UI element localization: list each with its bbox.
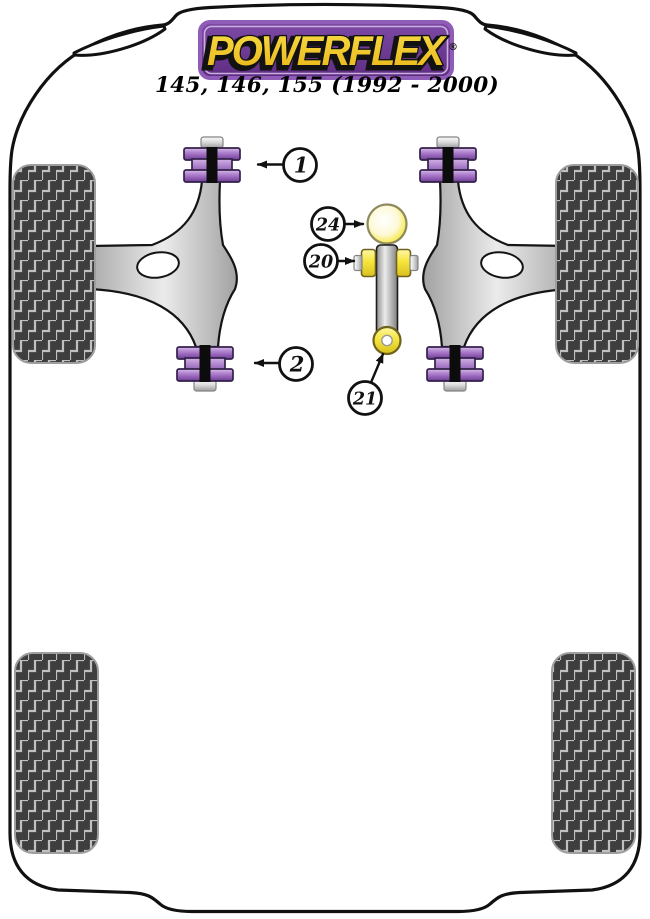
link-top-bushing-left xyxy=(360,248,377,278)
callout-21: 21 xyxy=(347,352,385,416)
link-top-bushing-right xyxy=(395,248,412,278)
powerflex-logo: POWERFLEX POWERFLEX ® xyxy=(198,20,458,80)
callout-1-circle xyxy=(282,147,318,183)
tire-rear-left xyxy=(14,652,99,854)
callout-2: 2 xyxy=(253,346,314,382)
link-rod xyxy=(375,244,399,336)
callout-20-label: 20 xyxy=(308,253,333,273)
tire-front-left xyxy=(12,164,96,364)
yellow-ball-bushing xyxy=(366,203,408,245)
callout-21-arrow xyxy=(369,352,385,384)
logo-text-shadow: POWERFLEX xyxy=(204,30,445,77)
engine-mount-link xyxy=(353,203,419,356)
logo-box-inner-line xyxy=(203,25,449,75)
callout-24-circle xyxy=(310,206,346,242)
tire-rear-right xyxy=(551,652,636,854)
callout-24-label: 24 xyxy=(315,216,340,236)
right-mirror-leaf xyxy=(483,24,578,57)
model-subtitle: 145, 146, 155 (1992 - 2000) xyxy=(155,73,499,98)
left-mirror-leaf xyxy=(72,24,167,57)
callout-2-circle xyxy=(278,346,314,382)
link-lower-eye-hole xyxy=(381,334,393,347)
logo-text: POWERFLEX xyxy=(207,27,448,74)
car-body-outline xyxy=(8,2,642,914)
link-nut-right xyxy=(409,254,419,272)
callout-1: 1 xyxy=(256,147,318,183)
callout-21-label: 21 xyxy=(352,390,377,410)
registered-trademark-symbol: ® xyxy=(448,42,458,53)
logo-box xyxy=(198,20,454,80)
tire-front-right xyxy=(555,164,639,364)
callout-20-circle xyxy=(303,243,339,279)
callout-2-label: 2 xyxy=(289,352,305,377)
callout-1-label: 1 xyxy=(294,153,309,178)
callout-21-circle xyxy=(347,380,383,416)
callout-20: 20 xyxy=(303,243,356,279)
link-nut-left xyxy=(353,254,363,272)
callout-24: 24 xyxy=(310,206,365,242)
